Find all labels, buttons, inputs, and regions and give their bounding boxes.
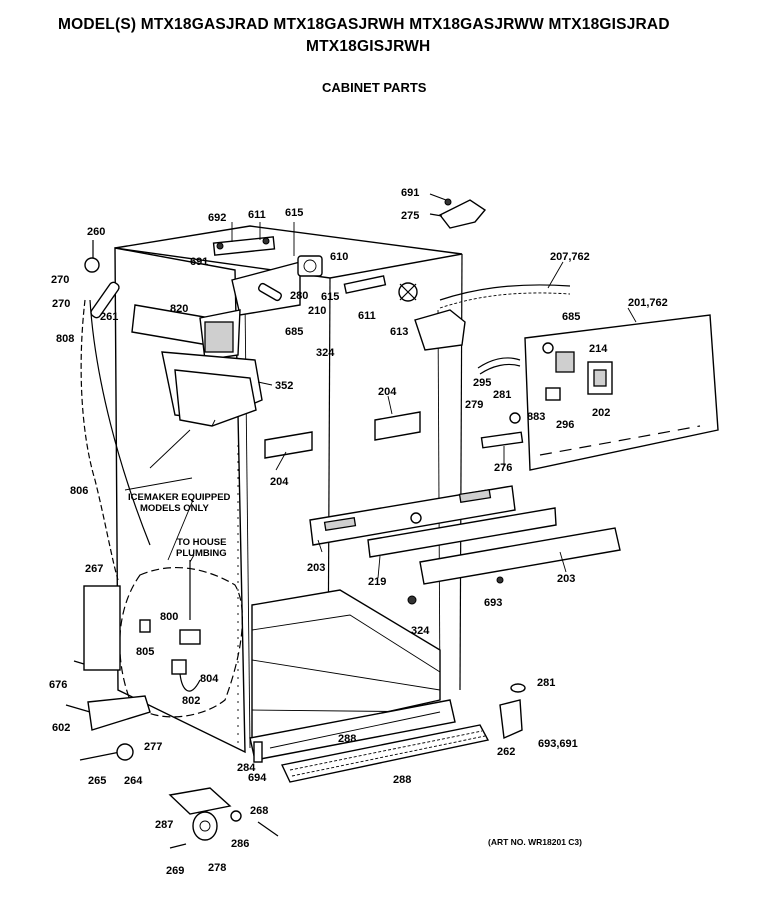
part-label: 207,762 [550, 251, 590, 263]
part-label: 352 [275, 380, 293, 392]
icemaker-assembly [80, 299, 263, 581]
part-label: 204 [378, 386, 397, 398]
part-label: 287 [155, 819, 173, 831]
icemaker-note-line1: ICEMAKER EQUIPPED [128, 492, 231, 503]
part-label: 269 [166, 865, 184, 877]
part-label: 611 [358, 310, 376, 322]
art-number: (ART NO. WR18201 C3) [488, 837, 582, 847]
part-label: 203 [307, 562, 325, 574]
part-label: 324 [411, 625, 430, 637]
part-label: 805 [136, 646, 154, 658]
part-label: 693 [484, 597, 502, 609]
icemaker-note-line2: MODELS ONLY [140, 503, 209, 514]
plumbing-note-line2: PLUMBING [176, 548, 227, 559]
part-label: 288 [338, 733, 356, 745]
part-label: 281 [537, 677, 555, 689]
part-label: 808 [56, 333, 74, 345]
part-label: 219 [368, 576, 386, 588]
part-label: 270 [51, 274, 69, 286]
top-hardware [84, 193, 571, 351]
part-label: 277 [144, 741, 162, 753]
part-label: 281 [493, 389, 511, 401]
part-label: 202 [592, 407, 610, 419]
part-label: 611 [248, 209, 266, 221]
part-label: 265 [88, 775, 106, 787]
plumbing-note-line1: TO HOUSE [177, 537, 226, 548]
part-label: 267 [85, 563, 103, 575]
part-label: 691 [401, 187, 419, 199]
part-label: 262 [497, 746, 515, 758]
part-label: 278 [208, 862, 226, 874]
part-label: 264 [124, 775, 143, 787]
part-label: 204 [270, 476, 289, 488]
section-title: CABINET PARTS [322, 80, 427, 95]
part-label: 692 [208, 212, 226, 224]
part-label: 280 [290, 290, 308, 302]
part-label: 270 [52, 298, 70, 310]
part-label: 295 [473, 377, 491, 389]
part-label: 286 [231, 838, 249, 850]
part-label: 800 [160, 611, 178, 623]
part-label: 685 [285, 326, 303, 338]
part-label: 806 [70, 485, 88, 497]
bottom-hardware [79, 683, 526, 849]
part-label: 276 [494, 462, 512, 474]
part-label: 694 [248, 772, 267, 784]
part-label: 214 [589, 343, 608, 355]
part-label: 296 [556, 419, 574, 431]
leader-lines [124, 222, 637, 579]
part-label: 685 [562, 311, 580, 323]
model-list: MODEL(S) MTX18GASJRAD MTX18GASJRWH MTX18… [58, 16, 670, 33]
part-label: 201,762 [628, 297, 668, 309]
part-label: 691 [190, 256, 208, 268]
part-label: 883 [527, 411, 545, 423]
plumbing-area [65, 560, 244, 731]
part-label: 210 [308, 305, 326, 317]
part-label: 324 [316, 347, 335, 359]
part-label: 279 [465, 399, 483, 411]
part-label: 288 [393, 774, 411, 786]
part-label: 260 [87, 226, 105, 238]
part-labels: 691 275 692 611 615 260 270 270 261 691 … [49, 187, 668, 877]
part-label: 602 [52, 722, 70, 734]
model-list-continued: MTX18GISJRWH [306, 38, 431, 55]
part-label: 203 [557, 573, 575, 585]
part-label: 693,691 [538, 738, 578, 750]
part-label: 820 [170, 303, 188, 315]
part-label: 610 [330, 251, 348, 263]
part-label: 268 [250, 805, 268, 817]
part-label: 261 [100, 311, 118, 323]
part-label: 613 [390, 326, 408, 338]
part-label: 804 [200, 673, 219, 685]
control-panel [477, 314, 719, 471]
part-label: 802 [182, 695, 200, 707]
part-label: 284 [237, 762, 256, 774]
liner-rails [264, 411, 621, 605]
part-label: 615 [285, 207, 303, 219]
part-label: 615 [321, 291, 339, 303]
part-label: 275 [401, 210, 419, 222]
part-label: 676 [49, 679, 67, 691]
